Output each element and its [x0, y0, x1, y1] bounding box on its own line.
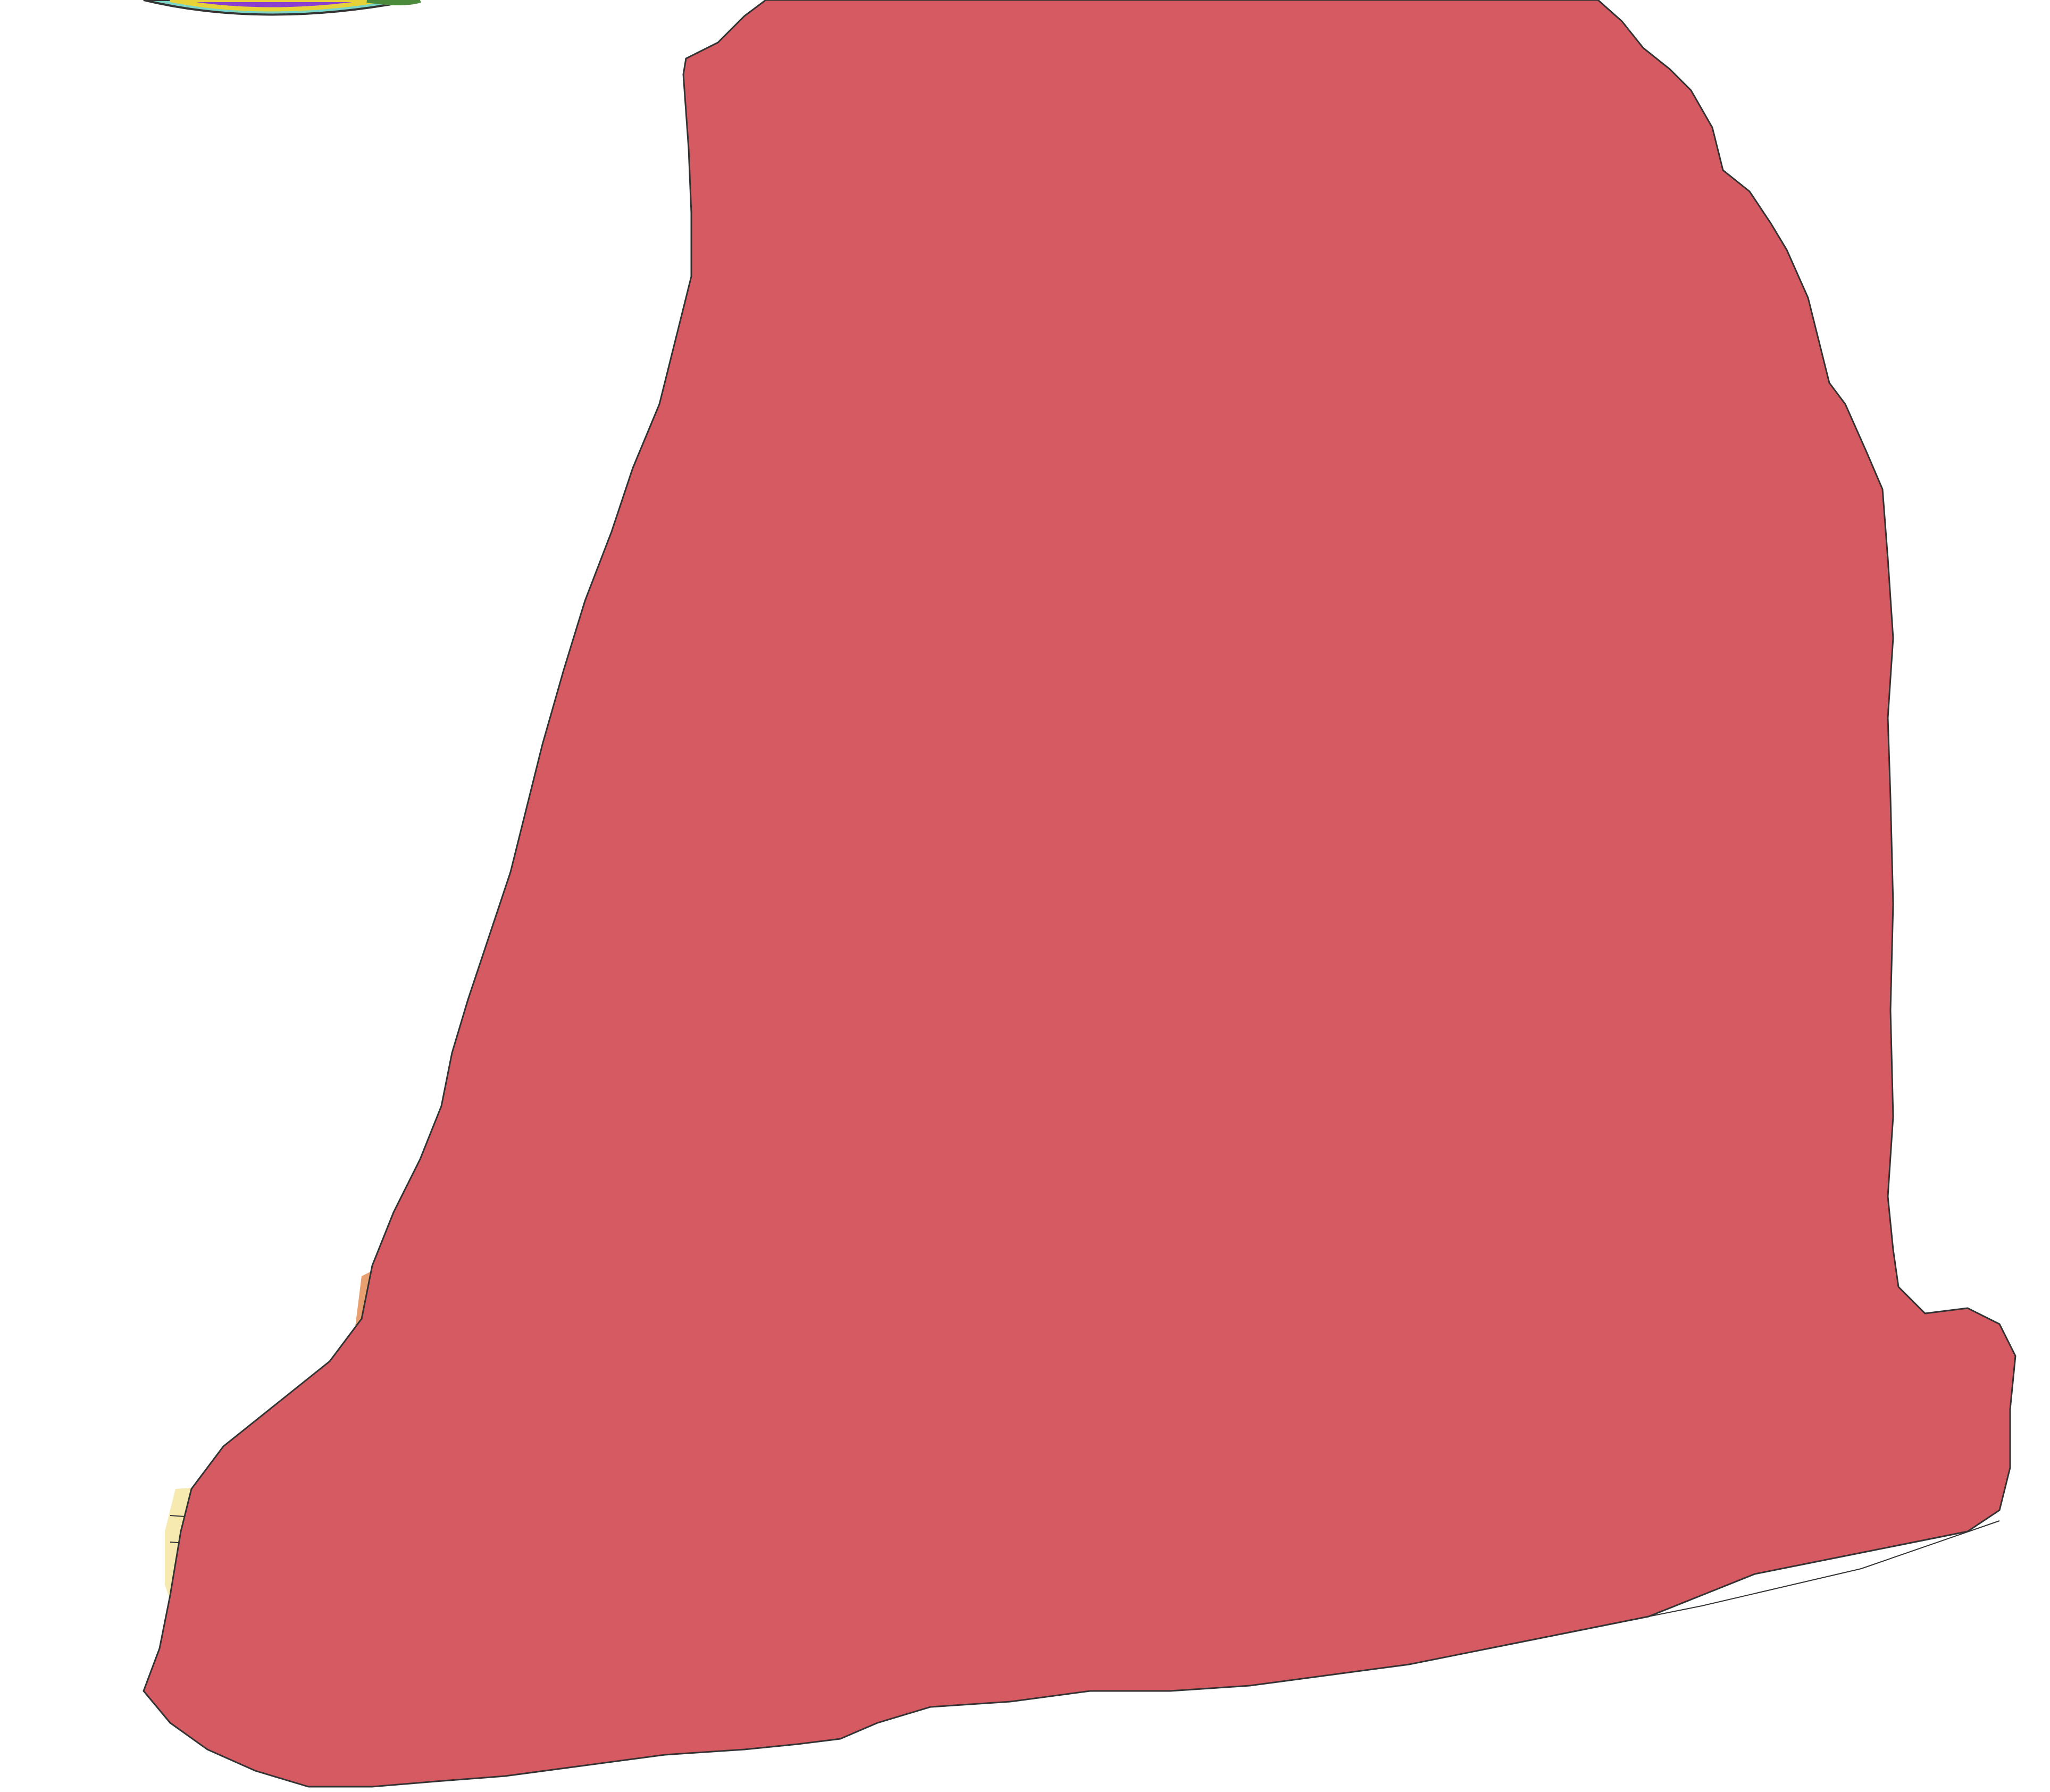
legend-ring-purple	[170, 0, 383, 12]
legend-fragment	[143, 0, 421, 16]
map-outline	[143, 0, 2016, 1788]
legend-ring-green	[366, 0, 421, 5]
